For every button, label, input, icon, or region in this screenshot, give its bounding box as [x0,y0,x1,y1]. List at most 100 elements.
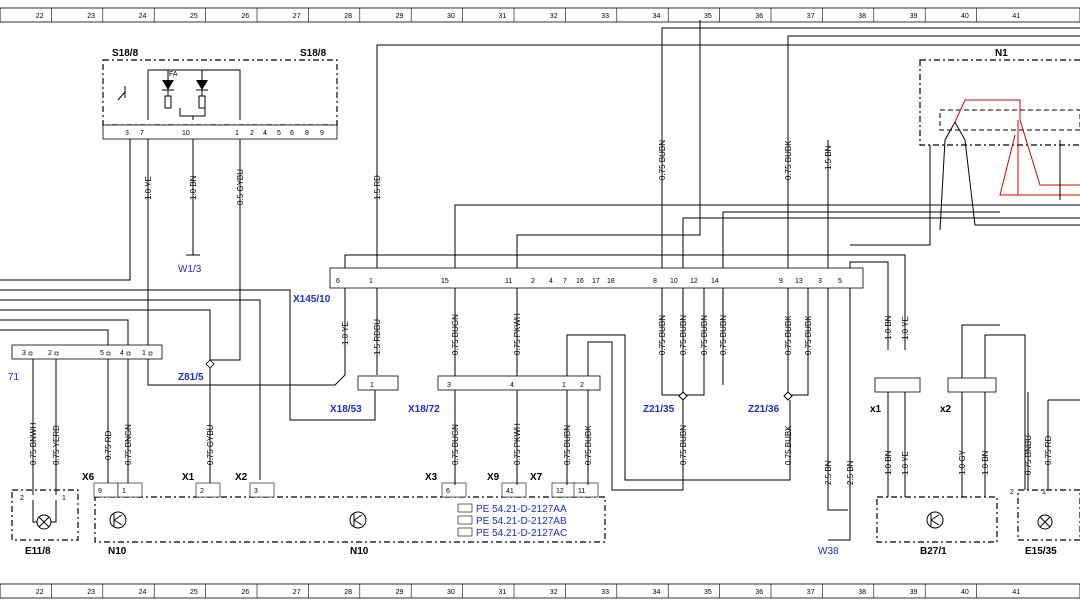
ruler-column: 29 [396,589,404,596]
wire-label-gy-x2: 1.0 GY [958,449,967,475]
wire-label-1-0-ye-s18: 1.0 YE [144,176,153,200]
b27-1-sensor: x1 x2 1.0 BN 1.0 YE 1.0 BN 1.0 YE 1.0 GY… [870,315,1026,557]
b27-1-label: B27/1 [920,546,947,557]
led-icon-2 [196,70,208,109]
e11-pin-2: 2 [20,495,24,502]
wire-label-bn-x1-upper: 1.0 BN [884,315,893,340]
left-row-pin: 1 [142,350,146,357]
ruler-column: 23 [87,589,95,596]
n10-pin: 3 [254,488,258,495]
n10-pin: 1 [122,488,126,495]
z21-36-label: Z21/36 [748,404,780,415]
s18-pin: 7 [140,130,144,137]
wire-label-ye-x1-upper: 1.0 YE [901,316,910,340]
wire-label-ye-mid: 1.0 YE [341,321,350,345]
e11-8-label: E11/8 [25,546,51,557]
ruler-column: 31 [498,13,506,20]
w38-label: W38 [818,546,839,557]
ruler-column: 37 [807,13,815,20]
n10-pin: 11 [578,488,585,495]
s18-8-label-left: S18/8 [112,48,139,59]
wires-upper: 1.5 RD 0.75 BUBN 0.75 BUBK 1.5 BN [344,20,1080,350]
wire-label-bubk-upper: 0.75 BUBK [784,140,793,180]
x145-pin: 1 [369,278,373,285]
x145-pin: 9 [779,278,783,285]
pe-references[interactable]: PE 54.21-D-2127AA PE 54.21-D-2127AB PE 5… [457,503,567,539]
fa-label: FA [169,71,178,78]
ruler-column: 33 [601,13,609,20]
w38-ground: 2.5 BN 2.5 BN W38 [818,460,855,557]
ruler-column: 40 [961,13,969,20]
ruler-column: 32 [550,589,558,596]
wire-label-bubk-b: 0.75 BUBK [804,315,813,355]
x145-pin: 10 [670,278,678,285]
pe-ref-ab[interactable]: PE 54.21-D-2127AB [476,516,567,527]
ruler-column: 34 [653,589,661,596]
s18-pin: 3 [125,130,129,137]
wire-label-pkwh: 0.75 PKWH [513,313,522,355]
ruler-column: 38 [858,13,866,20]
wire-label-bubn-upper: 0.75 BUBN [658,140,667,180]
book-icon [457,503,473,513]
wires-lower-left: 0.75 BNWH 0.75 YERD 0.75 RD 0.75 BNGN 0.… [29,359,215,495]
ruler-column: 22 [36,13,44,20]
e15-pin-1: 1 [1042,489,1046,496]
wire-label-bn-upper: 1.5 BN [824,145,833,170]
w1-3-label: W1/3 [178,264,202,275]
book-icon-3 [457,527,473,537]
ruler-column: 22 [36,589,44,596]
x18-72-label: X18/72 [408,404,440,415]
ruler-column: 28 [344,589,352,596]
x145-pin: 16 [576,278,584,285]
wire-label-bubn-b: 0.75 BUBN [679,315,688,355]
wire-label-yerd: 0.75 YERD [52,425,61,465]
n1-label: N1 [995,48,1008,59]
x145-10-label: X145/10 [293,294,331,305]
x145-pin: 7 [563,278,567,285]
e11-pin-1: 1 [62,495,66,502]
pe-ref-ac[interactable]: PE 54.21-D-2127AC [476,528,567,539]
wire-label-rd-upper: 1.5 RD [373,175,382,200]
n10-label-left: N10 [108,546,127,557]
n10-pin: 12 [556,488,564,495]
ruler-column: 41 [1012,13,1020,20]
pe-ref-aa[interactable]: PE 54.21-D-2127AA [476,504,567,515]
x145-pin: 14 [711,278,719,285]
z81-5-label: Z81/5 [178,372,204,383]
x18-pin: 1 [370,382,374,389]
wire-label-2-5-bn-a: 2.5 BN [824,460,833,485]
e15-35-lamp: 0.75 BNBU 0.75 RD 2 1 E15/35 [1010,392,1080,557]
wires-s18: 1.0 YE 1.0 BN 0.5 GYBU W1/3 [0,139,346,386]
ruler-column: 36 [755,589,763,596]
wire-label-bngn: 0.75 BNGN [124,424,133,465]
ruler-column: 26 [241,589,249,596]
x145-pin: 11 [505,278,512,285]
wire-label-rd-left: 0.75 RD [104,430,113,460]
wire-label-gybu-lower: 0.75 GYBU [206,424,215,465]
wire-label-bubn-a: 0.75 BUBN [658,315,667,355]
x18-53-label: X18/53 [330,404,362,415]
n10-x1: X1 [182,472,195,483]
s18-pin: 2 [250,130,254,137]
ruler-column: 38 [858,589,866,596]
ruler-column: 35 [704,13,712,20]
switch-icon [117,86,126,101]
wire-label-ye-x1: 1.0 YE [901,451,910,475]
x18-pin: 3 [447,382,451,389]
x145-pin: 6 [336,278,340,285]
n10-pin: 41 [506,488,514,495]
ruler-column: 36 [755,13,763,20]
s18-pin: 8 [305,130,309,137]
x1-label: x1 [870,404,882,415]
x18-pin: 2 [580,382,584,389]
n10-pin: 6 [446,488,450,495]
n10-x7: X7 [530,472,543,483]
x145-pin: 8 [653,278,657,285]
ruler-column: 24 [139,589,147,596]
x145-pin: 3 [818,278,822,285]
s18-pin: 6 [290,130,294,137]
